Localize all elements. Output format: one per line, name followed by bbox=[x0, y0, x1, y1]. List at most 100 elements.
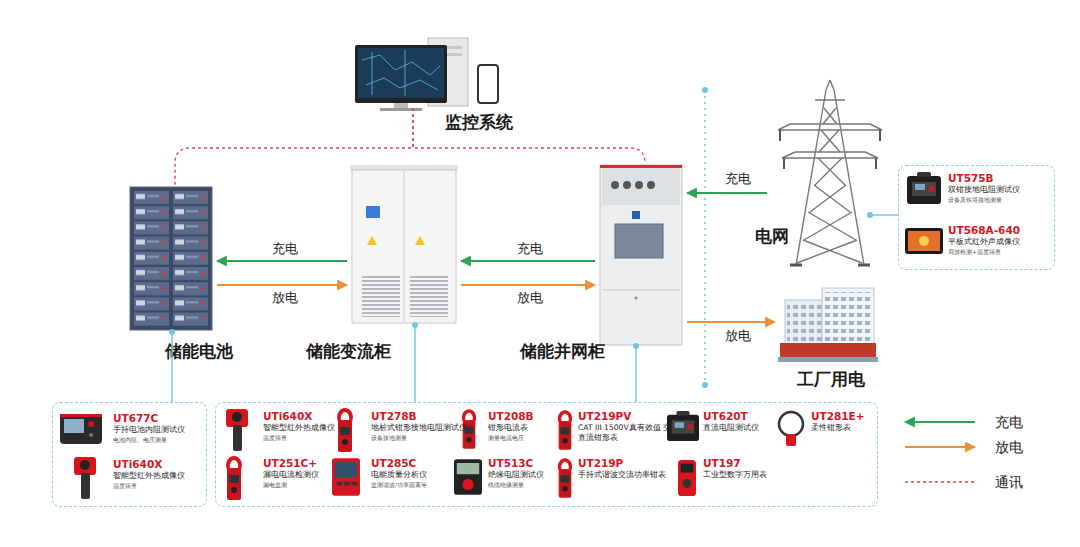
instrument-icon bbox=[337, 408, 353, 452]
computer-illustration bbox=[478, 65, 498, 103]
transmission-tower-illustration bbox=[782, 152, 878, 158]
leader-dot bbox=[169, 329, 175, 335]
converter-cabinet-illustration bbox=[415, 236, 425, 245]
product-text: UTi640X智能型红外热成像仪温度筛查 bbox=[263, 410, 335, 442]
computer-illustration bbox=[380, 108, 422, 111]
product-group-box: UT677C手持电池内阻测试仪电池内阻、电压测量UTi640X智能型红外热成像仪… bbox=[52, 402, 207, 507]
model-number: UT208B bbox=[488, 410, 534, 423]
product-item: UT208B钳形电流表测量电流电压 bbox=[456, 409, 553, 453]
model-number: UT677C bbox=[113, 412, 185, 425]
computer-illustration bbox=[362, 50, 440, 96]
model-number: UT219PV bbox=[578, 410, 674, 423]
equipment-label: 储能电池 bbox=[165, 341, 255, 362]
power-flow-arrow bbox=[217, 284, 347, 286]
equipment-label: 储能变流柜 bbox=[306, 341, 418, 362]
power-flow-arrow bbox=[461, 284, 595, 286]
instrument-icon bbox=[454, 459, 482, 494]
leader-line bbox=[870, 214, 898, 215]
product-name: 柔性钳形表 bbox=[811, 423, 865, 433]
converter-cabinet-illustration bbox=[404, 171, 405, 323]
instrument-icon bbox=[558, 458, 572, 498]
legend-sample-line bbox=[905, 446, 975, 448]
product-note: 温度筛查 bbox=[113, 481, 185, 490]
factory-illustration bbox=[780, 343, 876, 358]
product-text: UT568A-640平板式红外声成像仪局放检测+温度筛查 bbox=[948, 224, 1020, 256]
computer-illustration bbox=[358, 48, 444, 98]
model-number: UT219P bbox=[578, 457, 666, 470]
battery-rack-illustration bbox=[130, 187, 212, 330]
grid-cabinet-illustration bbox=[632, 211, 640, 219]
product-name: 双钳接地电阻测试仪 bbox=[948, 185, 1020, 195]
communication-line bbox=[175, 108, 413, 185]
power-flow-arrow bbox=[687, 192, 767, 194]
power-flow-arrow bbox=[461, 260, 595, 262]
product-text: UT197工业型数字万用表 bbox=[703, 457, 767, 480]
product-text: UT208B钳形电流表测量电流电压 bbox=[488, 410, 534, 442]
product-text: UT219P手持式谐波交流功率钳表 bbox=[578, 457, 666, 480]
grid-cabinet-illustration bbox=[602, 167, 680, 205]
edge-label: 充电 bbox=[255, 241, 315, 257]
product-text: UT620T直流电阻测试仪 bbox=[703, 410, 759, 433]
model-number: UT281E+ bbox=[811, 410, 865, 423]
product-item: UT568A-640平板式红外声成像仪局放检测+温度筛查 bbox=[904, 223, 1054, 269]
product-item: UT281E+柔性钳形表 bbox=[774, 409, 874, 453]
model-number: UT568A-640 bbox=[948, 224, 1020, 237]
battery-rack-illustration bbox=[133, 190, 170, 327]
communication-line bbox=[413, 108, 645, 163]
computer-illustration bbox=[355, 38, 498, 111]
legend-text: 通讯 bbox=[995, 473, 1023, 491]
legend-text: 充电 bbox=[995, 413, 1023, 431]
equipment-node: 工厂用电 bbox=[778, 283, 878, 363]
divider-line bbox=[704, 90, 706, 385]
instrument-icon bbox=[678, 460, 696, 496]
product-name: 工业型数字万用表 bbox=[703, 470, 767, 480]
instrument-icon bbox=[74, 457, 96, 499]
instrument-icon bbox=[558, 410, 572, 450]
product-item: UT575B双钳接地电阻测试仪设备及铁塔接地测量 bbox=[904, 171, 1054, 217]
instrument-icon bbox=[905, 228, 943, 254]
product-note: 漏电监测 bbox=[263, 480, 319, 489]
product-note: 温度筛查 bbox=[263, 433, 335, 442]
product-text: UT219PVCAT III 1500V真有效值 交直流钳形表 bbox=[578, 410, 674, 443]
equipment-node: 监控系统 bbox=[352, 38, 502, 108]
product-group-box: UT575B双钳接地电阻测试仪设备及铁塔接地测量 UT568A-640平板式红外声… bbox=[898, 165, 1055, 270]
equipment-label: 储能并网柜 bbox=[520, 341, 620, 362]
product-name: 绝缘电阻测试仪 bbox=[488, 470, 544, 480]
product-name: CAT III 1500V真有效值 交直流钳形表 bbox=[578, 423, 674, 443]
legend-item: 充电 bbox=[903, 413, 1053, 431]
product-note: 设备及铁塔接地测量 bbox=[948, 195, 1020, 204]
instrument-icon bbox=[226, 409, 248, 451]
grid-cabinet-illustration bbox=[623, 181, 631, 189]
product-item: UT219P手持式谐波交流功率钳表 bbox=[554, 456, 666, 502]
model-number: UTi640X bbox=[113, 458, 185, 471]
product-text: UTi640X智能型红外热成像仪温度筛查 bbox=[113, 458, 185, 490]
instrument-icon bbox=[332, 458, 360, 495]
product-text: UT513C绝缘电阻测试仪线缆绝缘测量 bbox=[488, 457, 544, 489]
battery-rack-illustration bbox=[130, 187, 212, 330]
product-item: UT278B地桩式钳形接地电阻测试仪设备接地测量 bbox=[331, 409, 453, 453]
product-name: 钳形电流表 bbox=[488, 423, 534, 433]
product-name: 智能型红外热成像仪 bbox=[113, 471, 185, 481]
battery-rack-illustration bbox=[172, 190, 209, 327]
grid-cabinet-illustration bbox=[611, 181, 619, 189]
instrument-icon bbox=[667, 411, 699, 441]
product-note: 局放检测+温度筛查 bbox=[948, 247, 1020, 256]
converter-cabinet-illustration bbox=[352, 170, 456, 323]
equipment-label: 工厂用电 bbox=[797, 369, 887, 390]
product-name: 直流电阻测试仪 bbox=[703, 423, 759, 433]
model-number: UTi640X bbox=[263, 410, 335, 423]
edge-label: 放电 bbox=[708, 328, 768, 344]
product-name: 手持式谐波交流功率钳表 bbox=[578, 470, 666, 480]
power-flow-arrow bbox=[217, 260, 347, 262]
product-name: 漏电电流检测仪 bbox=[263, 470, 319, 480]
product-note: 设备接地测量 bbox=[371, 433, 467, 442]
product-item: UT197工业型数字万用表 bbox=[667, 456, 772, 502]
grid-cabinet-illustration bbox=[615, 224, 663, 258]
legend-sample bbox=[903, 440, 978, 454]
factory-illustration bbox=[778, 288, 878, 362]
legend-text: 放电 bbox=[995, 438, 1023, 456]
legend-sample bbox=[903, 475, 978, 489]
legend-sample-line bbox=[905, 481, 975, 482]
instrument-icon bbox=[60, 414, 102, 444]
